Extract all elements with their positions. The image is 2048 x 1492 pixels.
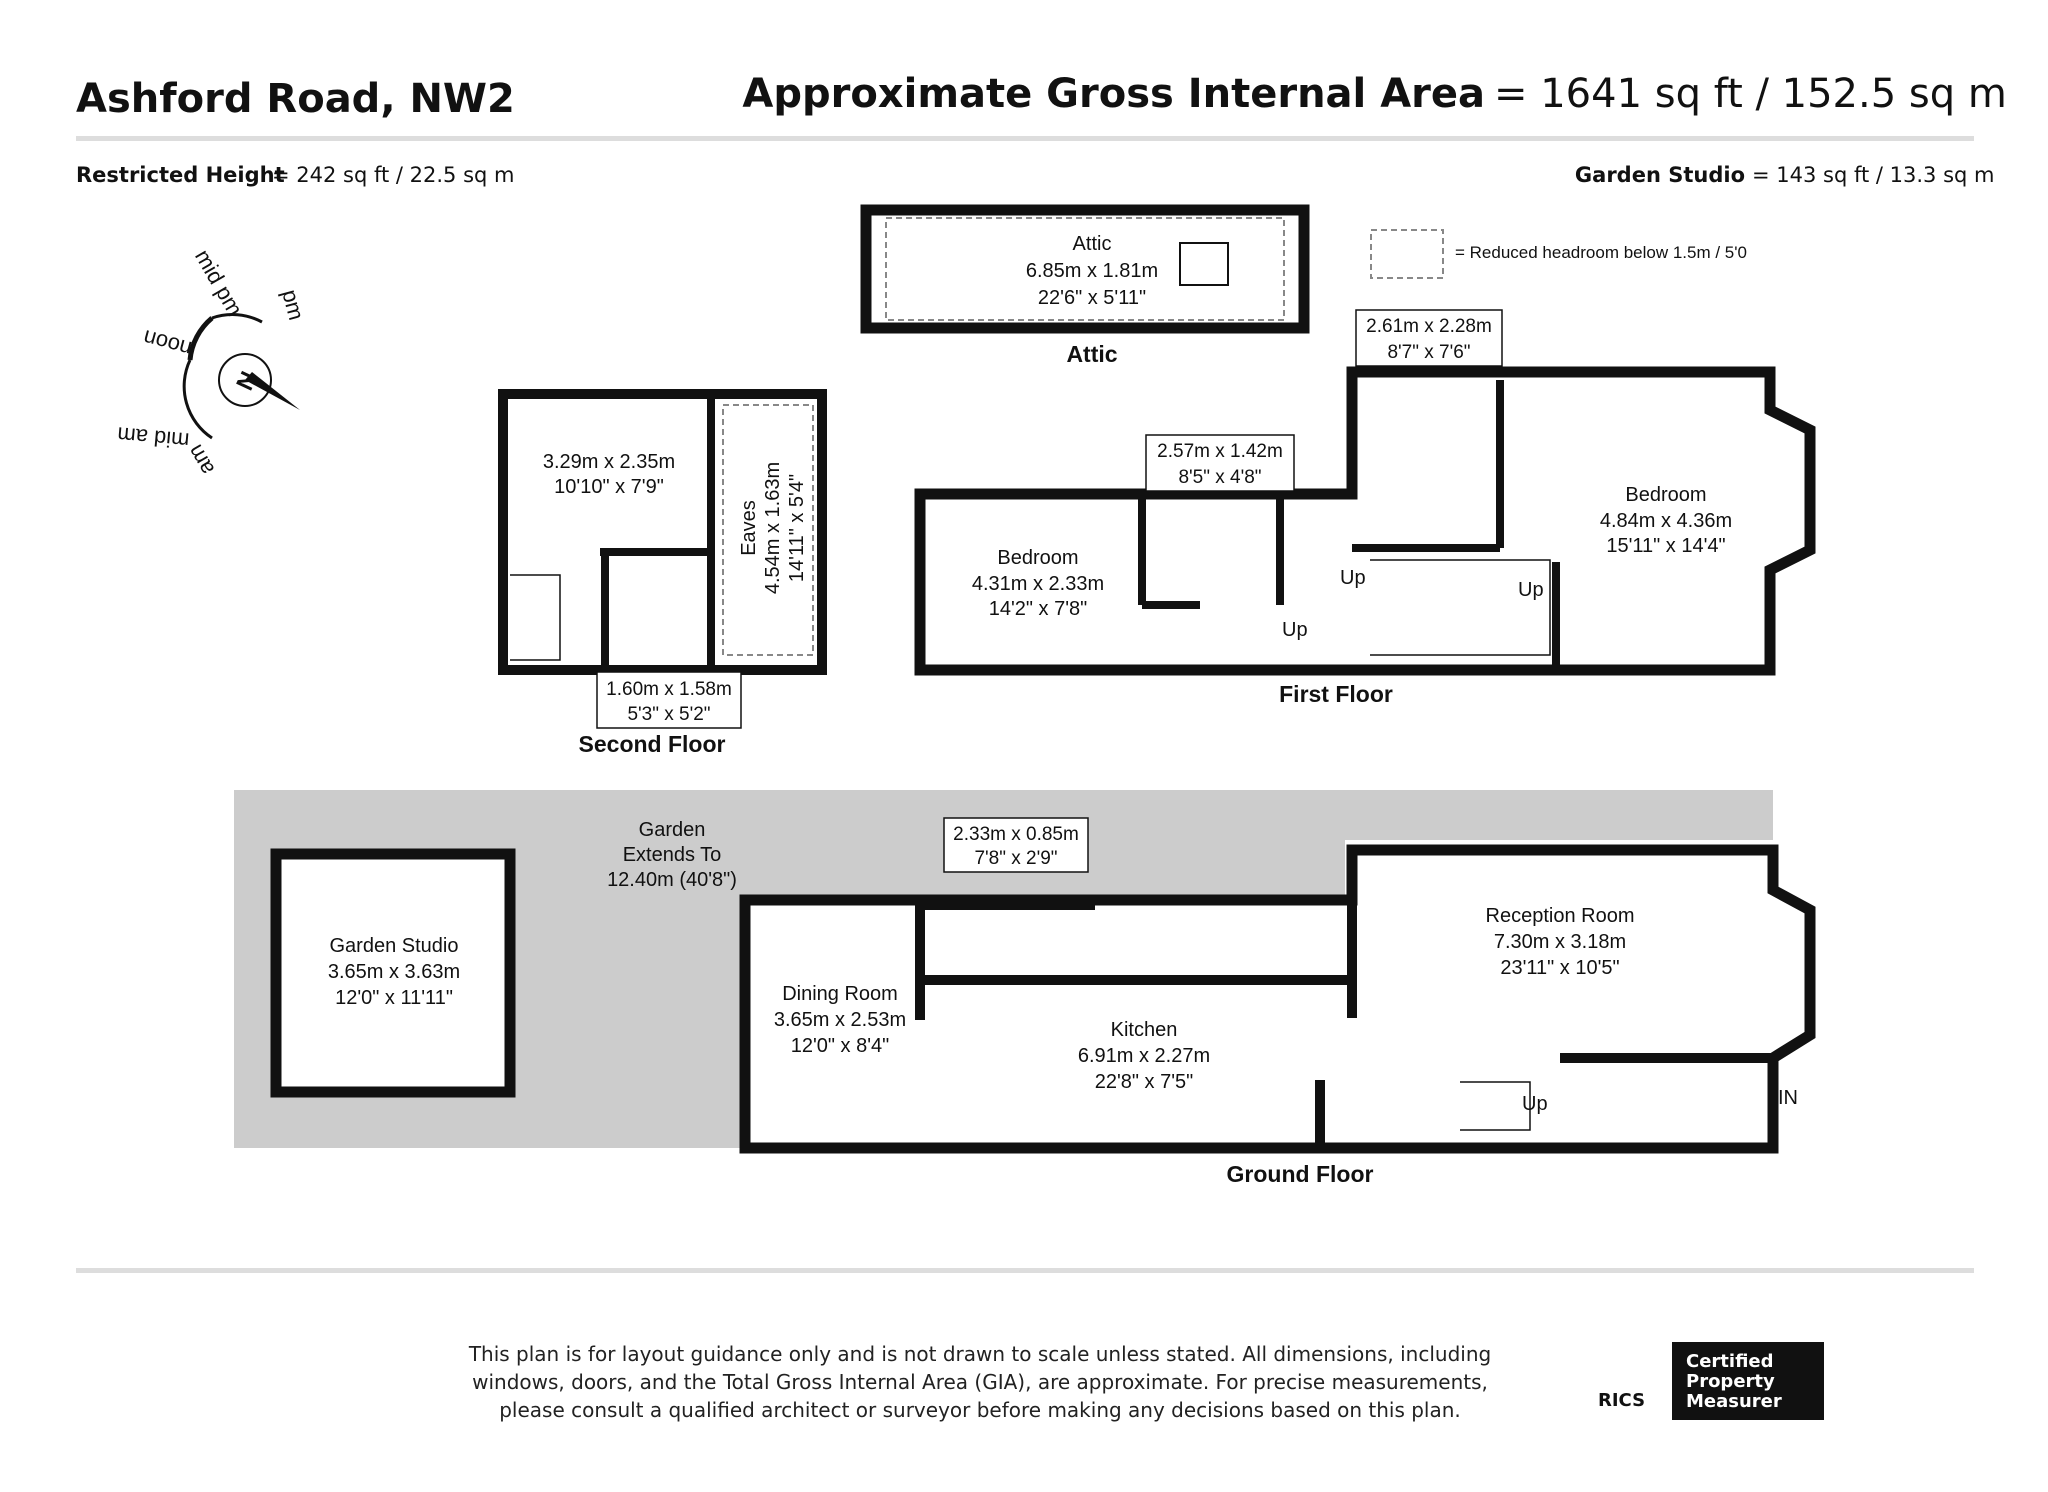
garden-studio-metric: 3.65m x 3.63m — [328, 961, 460, 983]
ground-floor-title: Ground Floor — [1227, 1161, 1374, 1187]
first-floor-plan: Bedroom 4.31m x 2.33m 14'2" x 7'8" 2.57m… — [914, 309, 1816, 676]
garden-studio-imperial: 12'0" x 11'11" — [335, 987, 453, 1009]
first-front-bedroom-imperial: 15'11" x 14'4" — [1606, 535, 1725, 557]
second-floor-stairs — [510, 574, 561, 661]
badge-line: Measurer — [1686, 1391, 1782, 1412]
footer-rule — [76, 1268, 1974, 1273]
ground-up-marker: Up — [1522, 1093, 1548, 1115]
compass: N mid pm pm noon mid am am — [116, 245, 309, 479]
garden-extends: Extends To — [623, 844, 722, 866]
second-floor-walls — [498, 389, 827, 675]
second-room-imperial: 10'10" x 7'9" — [554, 476, 664, 498]
dining-room-name: Dining Room — [782, 983, 898, 1005]
first-up-marker: Up — [1340, 567, 1366, 589]
eaves-reduced-headroom — [722, 404, 814, 656]
reception-room-metric: 7.30m x 3.18m — [1494, 931, 1626, 953]
eaves-name: Eaves — [738, 500, 760, 556]
disclaimer-line: windows, doors, and the Total Gross Inte… — [472, 1370, 1488, 1394]
header-rule — [76, 136, 1974, 141]
attic-skylight — [1179, 242, 1229, 286]
ground-floor-stairs — [1460, 1081, 1531, 1131]
garden-name: Garden — [639, 819, 706, 841]
compass-label-mid-pm: mid pm — [190, 245, 248, 320]
first-up-marker: Up — [1282, 619, 1308, 641]
compass-arc — [182, 359, 213, 440]
reception-room-name: Reception Room — [1486, 905, 1635, 927]
kitchen-imperial: 22'8" x 7'5" — [1095, 1071, 1194, 1093]
ground-wc-imperial: 7'8" x 2'9" — [974, 848, 1057, 869]
first-rear-bedroom-name: Bedroom — [997, 547, 1078, 569]
gia-label: Approximate Gross Internal Area — [742, 71, 1485, 117]
first-rear-bedroom-imperial: 14'2" x 7'8" — [989, 598, 1088, 620]
attic-plan: Attic 6.85m x 1.81m 22'6" x 5'11" — [860, 204, 1310, 334]
restricted-height-label: Restricted Height — [76, 163, 285, 187]
garden-studio-area-label: Garden Studio — [1575, 163, 1745, 187]
kitchen-name: Kitchen — [1111, 1019, 1178, 1041]
compass-label-pm: pm — [277, 287, 309, 323]
first-front-bedroom-metric: 4.84m x 4.36m — [1600, 510, 1732, 532]
compass-arc — [211, 313, 263, 324]
first-floor-title: First Floor — [1279, 681, 1393, 707]
attic-imperial: 22'6" x 5'11" — [1038, 287, 1146, 309]
dining-room-metric: 3.65m x 2.53m — [774, 1009, 906, 1031]
rics-logo: RICS — [1598, 1390, 1646, 1411]
first-up-marker: Up — [1518, 579, 1544, 601]
attic-walls — [860, 204, 1310, 334]
attic-name: Attic — [1073, 233, 1112, 255]
first-front-bedroom-name: Bedroom — [1625, 484, 1706, 506]
compass-label-noon: noon — [141, 325, 195, 362]
second-bath-callout — [596, 671, 742, 729]
compass-needle — [245, 372, 300, 410]
compass-label-mid-am: mid am — [116, 422, 190, 453]
ground-wc-metric: 2.33m x 0.85m — [953, 824, 1079, 845]
garden-length: 12.40m (40'8") — [607, 869, 737, 891]
entrance-marker: IN — [1778, 1087, 1798, 1109]
legend-text: = Reduced headroom below 1.5m / 5'0 — [1455, 243, 1747, 262]
second-bath-metric: 1.60m x 1.58m — [606, 679, 732, 700]
gia-value: = 1641 sq ft / 152.5 sq m — [1494, 71, 2007, 117]
first-rear-bedroom-metric: 4.31m x 2.33m — [972, 573, 1104, 595]
first-bath-imperial: 8'7" x 7'6" — [1387, 342, 1470, 363]
certified-measurer-badge: Certified Property Measurer — [1672, 1342, 1824, 1420]
first-bath-callout — [1355, 309, 1503, 367]
property-address: Ashford Road, NW2 — [76, 76, 515, 122]
attic-metric: 6.85m x 1.81m — [1026, 260, 1158, 282]
first-floor-walls — [914, 366, 1816, 676]
restricted-height-value: = 242 sq ft / 22.5 sq m — [272, 163, 515, 187]
second-floor-title: Second Floor — [579, 731, 726, 757]
ground-wc-callout — [943, 817, 1089, 873]
legend-swatch — [1370, 229, 1444, 279]
disclaimer-line: This plan is for layout guidance only an… — [468, 1342, 1492, 1366]
eaves-imperial: 14'11" x 5'4" — [786, 474, 808, 582]
first-shower-callout — [1145, 434, 1295, 492]
kitchen-metric: 6.91m x 2.27m — [1078, 1045, 1210, 1067]
first-shower-metric: 2.57m x 1.42m — [1157, 441, 1283, 462]
compass-north: N — [231, 367, 263, 394]
first-shower-imperial: 8'5" x 4'8" — [1178, 467, 1261, 488]
first-floor-stairs — [1370, 559, 1551, 656]
first-bath-metric: 2.61m x 2.28m — [1366, 316, 1492, 337]
compass-arc — [187, 316, 214, 361]
second-floor-plan: 3.29m x 2.35m 10'10" x 7'9" Eaves 4.54m … — [498, 389, 827, 729]
ground-floor-walls — [739, 844, 1816, 1154]
eaves-metric: 4.54m x 1.63m — [762, 462, 784, 594]
disclaimer-line: please consult a qualified architect or … — [499, 1398, 1461, 1422]
reception-room-imperial: 23'11" x 10'5" — [1500, 957, 1619, 979]
badge-line: Certified — [1686, 1351, 1774, 1372]
disclaimer: This plan is for layout guidance only an… — [440, 1340, 1520, 1424]
garden-studio-name: Garden Studio — [330, 935, 459, 957]
second-bath-imperial: 5'3" x 5'2" — [627, 704, 710, 725]
attic-floor-title: Attic — [1066, 341, 1117, 367]
ground-floor-plan: Garden Studio 3.65m x 3.63m 12'0" x 11'1… — [234, 790, 1816, 1154]
garden-studio-walls — [270, 848, 516, 1098]
house-footprint — [745, 840, 1773, 1148]
dining-room-imperial: 12'0" x 8'4" — [791, 1035, 890, 1057]
badge-line: Property — [1686, 1371, 1775, 1392]
compass-ring — [218, 353, 272, 407]
second-room-metric: 3.29m x 2.35m — [543, 451, 675, 473]
garden-studio-area-value: = 143 sq ft / 13.3 sq m — [1752, 163, 1995, 187]
